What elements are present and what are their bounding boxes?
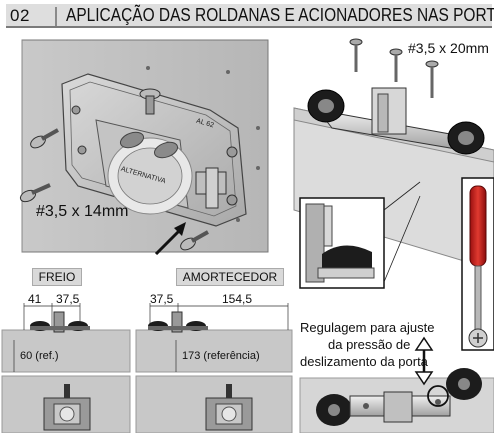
amortecedor-label: AMORTECEDOR [176,268,284,286]
section-header: 02 APLICAÇÃO DAS ROLDANAS E ACIONADORES … [0,0,494,30]
screw-left-upper [30,128,59,149]
inset-leader-bottom [383,195,421,283]
dim-37-5-amortecedor: 37,5 [150,292,174,306]
header-divider [55,7,57,26]
header-bar [6,4,492,28]
page-title: APLICAÇÃO DAS ROLDANAS E ACIONADORES NAS… [66,5,494,25]
inset-leader-top [383,181,421,211]
freio-profile-diagram [1,303,131,433]
dim-60-ref: 60 (ref.) [20,350,59,362]
screw-left-lower [19,183,51,203]
dim-37-5-freio: 37,5 [56,292,80,306]
detail-inset [299,197,385,289]
pointer-arrow [154,222,186,256]
roller-assembly [293,87,494,271]
screw-bottom-right [180,230,209,251]
screw-top-b [389,48,403,82]
actuator-plate [61,73,247,227]
step-number: 02 [10,6,30,25]
regulation-detail [299,368,494,433]
regulation-text-line2: da pressão de [328,337,411,352]
screw-top-a [349,38,363,72]
screw-label-20mm: #3,5 x 20mm [408,40,489,56]
regulation-text-line1: Regulagem para ajuste [300,320,435,335]
dim-154-5: 154,5 [222,292,253,306]
regulation-text-line3: deslizamento da porta [300,354,428,369]
amortecedor-profile-diagram [135,303,293,433]
adjust-double-arrow [414,336,434,386]
screw-label-14mm: #3,5 x 14mm [36,203,129,220]
freio-label: FREIO [32,268,82,286]
dim-41: 41 [28,292,42,306]
dim-173-ref: 173 (referência) [182,350,260,362]
screwdriver-illustration [461,177,494,351]
screw-top-center [139,88,161,115]
screw-top-c [425,60,439,98]
